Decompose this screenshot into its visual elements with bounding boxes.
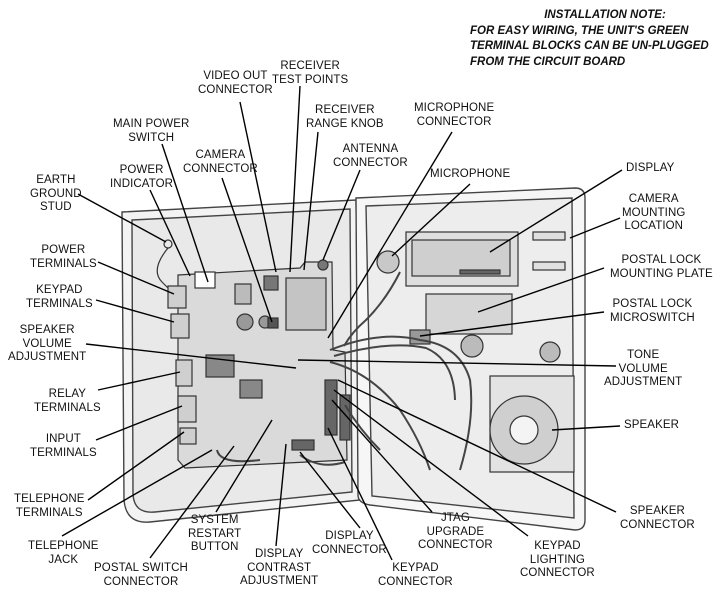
label-display: DISPLAY [626,162,675,174]
leader-main-power-switch [161,143,209,283]
leader-keypad-lighting [333,389,529,537]
installation-note: INSTALLATION NOTE: FOR EASY WIRING, THE … [470,8,710,70]
microphone-part [376,250,400,274]
speaker-part [489,375,575,473]
leader-video-out [239,101,277,273]
postal-lock-plate [409,293,561,363]
leader-speaker-connector [337,379,617,513]
leader-input-terminals [95,405,183,441]
leader-power-indicator [149,189,191,277]
leader-microphone [391,183,471,257]
leader-speaker [551,425,621,431]
installation-note-line: FROM THE CIRCUIT BOARD [470,55,626,68]
leader-telephone-terminals [87,431,185,501]
leader-postal-lock-plate [477,267,605,313]
leader-speaker-volume [85,343,297,369]
leader-antenna-connector [322,169,361,261]
leader-power-terminals [97,261,175,295]
installation-note-line: FOR EASY WIRING, THE UNIT'S GREEN [470,24,689,37]
leader-camera-connector [221,177,273,323]
installation-note-heading: INSTALLATION NOTE: [544,9,666,21]
installation-note-line: TERMINAL BLOCKS CAN BE UN-PLUGGED [470,40,709,52]
leader-camera-mounting [569,217,621,239]
leader-display-connector [299,451,361,529]
leader-display-contrast [275,443,287,547]
leader-relay-terminals [97,371,181,391]
leader-display [489,169,623,253]
wire-harness [216,271,473,471]
leader-keypad-connector [327,427,393,561]
camera-brackets [532,231,566,271]
label-microphone: MICROPHONE [430,168,511,180]
label-speaker: SPEAKER [624,419,680,431]
leader-system-restart [215,419,273,513]
circuit-board [177,259,351,469]
leader-keypad-terminals [95,299,175,323]
leader-telephone-jack [61,449,213,537]
leader-jtag [331,399,433,513]
display-module [405,231,519,287]
leader-postal-lock-microswitch [419,311,605,337]
leader-receiver-range-knob [303,131,319,271]
leader-lines [61,85,623,561]
leader-receiver-test-points [289,85,301,273]
earth-ground-wire [156,239,173,289]
leader-postal-switch [149,445,235,559]
leader-microphone-connector [327,131,453,339]
leader-earth-ground [77,193,167,243]
leader-tone-volume [297,359,617,367]
terminal-blocks [167,285,197,445]
